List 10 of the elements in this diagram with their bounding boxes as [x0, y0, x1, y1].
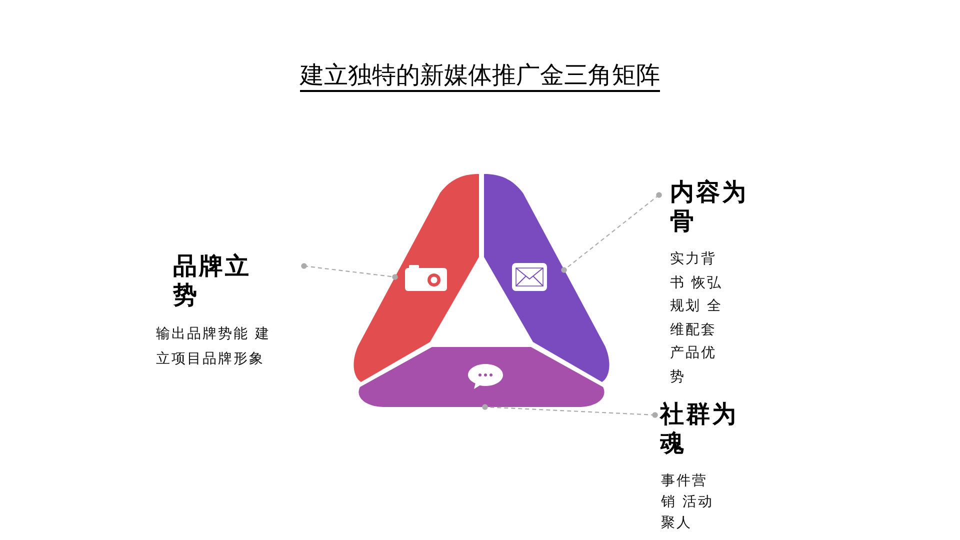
- leader-line: [482, 404, 658, 418]
- leader-line: [561, 192, 662, 273]
- body-text: 输出品牌势能 建立项目品牌形象: [156, 325, 272, 369]
- leader-line: [301, 263, 398, 280]
- heading: 品牌立势: [173, 252, 252, 310]
- heading: 内容为骨: [670, 178, 749, 236]
- body-text: 事件营销 活动聚人: [661, 472, 714, 533]
- heading: 社群为魂: [660, 400, 739, 458]
- body-text: 实力背书 恢弘规划 全维配套产品优势: [670, 250, 723, 386]
- title: 建立独特的新媒体推广金三角矩阵: [300, 61, 660, 92]
